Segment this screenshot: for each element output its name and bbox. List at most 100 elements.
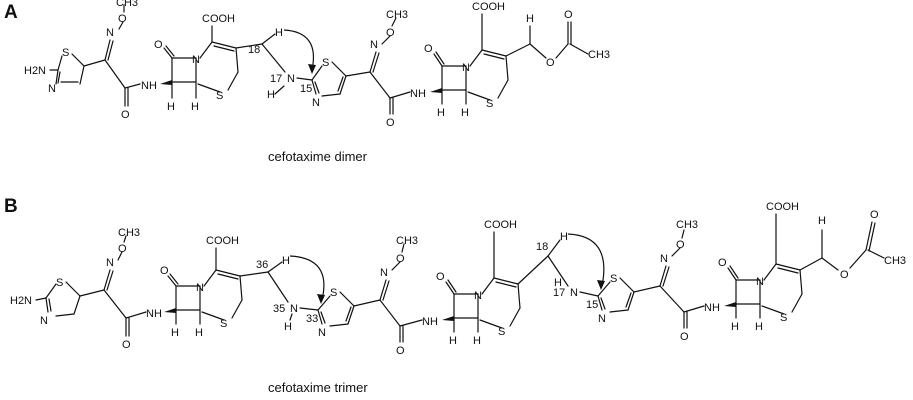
lactam-oxygen-b: O (160, 265, 169, 277)
ester-oxygen-b: O (840, 269, 849, 281)
oxime-nitrogen: N (106, 27, 114, 39)
thiazole2-sulfur-b: S (330, 287, 337, 299)
oxime2-nitrogen: N (370, 39, 378, 51)
amide-nh: NH (141, 80, 157, 92)
carboxyl3-label: COOH (766, 201, 799, 213)
nitrogen-17: N (287, 73, 295, 85)
carbonyl-oxygen: O (564, 9, 573, 21)
h3-alpha: H (731, 321, 739, 333)
h-methylene-b: H (818, 215, 826, 227)
oxime2-oxygen-b: O (396, 253, 405, 265)
carboxyl2-label-b: COOH (484, 219, 517, 231)
methoxy-ch3: CH3 (116, 0, 138, 9)
thiazine2-sulfur-b: S (498, 326, 505, 338)
lactam2-oxygen-b: O (436, 271, 445, 283)
carbon-18-label: 18 (248, 44, 260, 56)
oxime3-oxygen: O (676, 239, 685, 251)
amide3-nh: NH (704, 302, 720, 314)
thiazine-sulfur: S (216, 90, 223, 102)
amide3-oxygen: O (680, 331, 689, 343)
thiazole-sulfur: S (62, 47, 69, 59)
thiazine-sulfur-b: S (220, 318, 227, 330)
amide2-nh: NH (410, 88, 426, 100)
lactam-nitrogen: N (192, 54, 200, 66)
nmr-correlation-arrow (283, 29, 314, 71)
h-beta: H (191, 101, 199, 113)
thiazole-nitrogen-b: N (40, 315, 48, 327)
panel-a-label: A (4, 2, 18, 23)
methoxy3-ch3: CH3 (676, 219, 698, 231)
thiazole3-sulfur: S (610, 273, 617, 285)
h-n17-b: H (554, 277, 562, 289)
label-17-b: 17 (553, 287, 565, 299)
oxime-oxygen-b: O (118, 243, 127, 255)
carbon-18-label-b: 18 (536, 241, 548, 253)
h-n35: H (284, 321, 292, 333)
oxime-oxygen: O (118, 13, 127, 25)
nmr-correlation-arrow-b2 (567, 233, 605, 287)
h-c36: H (282, 255, 290, 267)
carboxyl-label-b: COOH (206, 235, 239, 247)
lactam-oxygen: O (154, 39, 163, 51)
oxime2-oxygen: O (386, 27, 395, 39)
amine-label-b: H2N (10, 295, 32, 307)
h2-alpha: H (437, 107, 445, 119)
nmr-correlation-arrow-b1 (289, 255, 325, 301)
thiazole2-nitrogen-b: N (318, 327, 326, 339)
caption-dimer: cefotaxime dimer (268, 149, 368, 164)
cephem-core: O N H H S COOH (154, 13, 239, 113)
h-alpha-b: H (171, 327, 179, 339)
panel-a: A H2N S N N O CH3 O NH (4, 0, 610, 164)
methoxy2-ch3-b: CH3 (396, 235, 418, 247)
thiazole-ring-2: 15 S N (300, 57, 347, 109)
h-n17: H (267, 89, 275, 101)
carbon-36-label: 36 (256, 259, 268, 271)
acetyl-ch3: CH3 (588, 49, 610, 61)
carbonyl-oxygen-b: O (870, 209, 879, 221)
thiazine2-sulfur: S (486, 98, 493, 110)
panel-b: B H2N S N N O CH3 O NH O N (4, 196, 906, 395)
methoxy-ch3-b: CH3 (118, 227, 140, 239)
thiazine3-sulfur: S (780, 312, 787, 324)
h2-beta: H (461, 107, 469, 119)
carboxyl2-label: COOH (472, 1, 505, 13)
lactam2-oxygen: O (424, 43, 433, 55)
h-c18: H (275, 27, 283, 39)
h2-beta-b: H (473, 335, 481, 347)
thiazole2-nitrogen: N (312, 97, 320, 109)
lactam3-oxygen: O (718, 257, 727, 269)
h3-beta: H (755, 321, 763, 333)
label-15-b: 15 (586, 299, 598, 311)
label-17: 17 (270, 73, 282, 85)
lactam-nitrogen-b: N (196, 282, 204, 294)
acetyl-ch3-b: CH3 (884, 255, 906, 267)
nitrogen-17-b: N (570, 287, 578, 299)
aminothiazole-ring: H2N S N (24, 47, 85, 95)
ester-oxygen: O (546, 57, 555, 69)
panel-b-label: B (4, 196, 18, 217)
amide-oxygen: O (121, 109, 130, 121)
nitrogen-35: N (290, 303, 298, 315)
amine-label: H2N (24, 65, 46, 77)
amide2-oxygen-b: O (396, 345, 405, 357)
thiazole3-nitrogen: N (598, 313, 606, 325)
amide-nh-b: NH (146, 308, 162, 320)
h-methylene: H (526, 13, 534, 25)
h-c18-b: H (560, 231, 568, 243)
oxime2-nitrogen-b: N (380, 267, 388, 279)
amide2-nh-b: NH (422, 316, 438, 328)
lactam2-nitrogen-b: N (474, 290, 482, 302)
lactam2-nitrogen: N (462, 62, 470, 74)
oxime-nitrogen-b: N (106, 257, 114, 269)
carboxyl-label: COOH (202, 13, 235, 25)
label-15: 15 (300, 83, 312, 95)
amide2-oxygen: O (386, 117, 395, 129)
amide-oxygen-b: O (122, 339, 131, 351)
oxime3-nitrogen: N (660, 253, 668, 265)
thiazole-sulfur-b: S (56, 277, 63, 289)
cephem-core-2: O N H H S COOH (424, 1, 509, 119)
methoxy2-ch3: CH3 (386, 9, 408, 21)
label-35: 35 (273, 303, 285, 315)
